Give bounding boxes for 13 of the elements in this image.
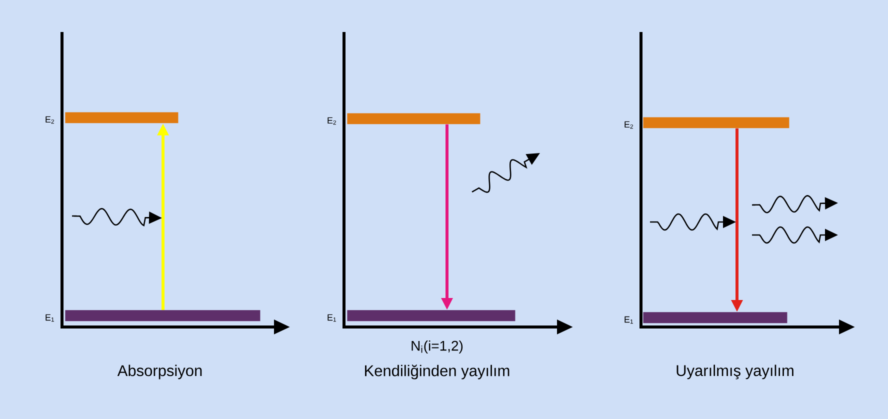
energy-label: E$_{1}$ — [624, 316, 633, 324]
energy-level-bar — [65, 310, 260, 322]
energy-level-bar — [643, 117, 790, 128]
energy-level-bar — [643, 312, 788, 324]
energy-level-bar — [65, 112, 178, 124]
energy-label: E$_{2}$ — [46, 116, 54, 124]
caption: Kendiliğinden yayılım — [365, 364, 510, 380]
energy-level-bar — [347, 310, 516, 322]
energy-label: E$_{2}$ — [328, 117, 336, 125]
energy-label: E$_{1}$ — [328, 314, 336, 322]
energy-label: E$_{2}$ — [624, 121, 633, 129]
energy-label: E$_{1}$ — [46, 314, 54, 322]
energy-level-bar — [347, 113, 480, 124]
